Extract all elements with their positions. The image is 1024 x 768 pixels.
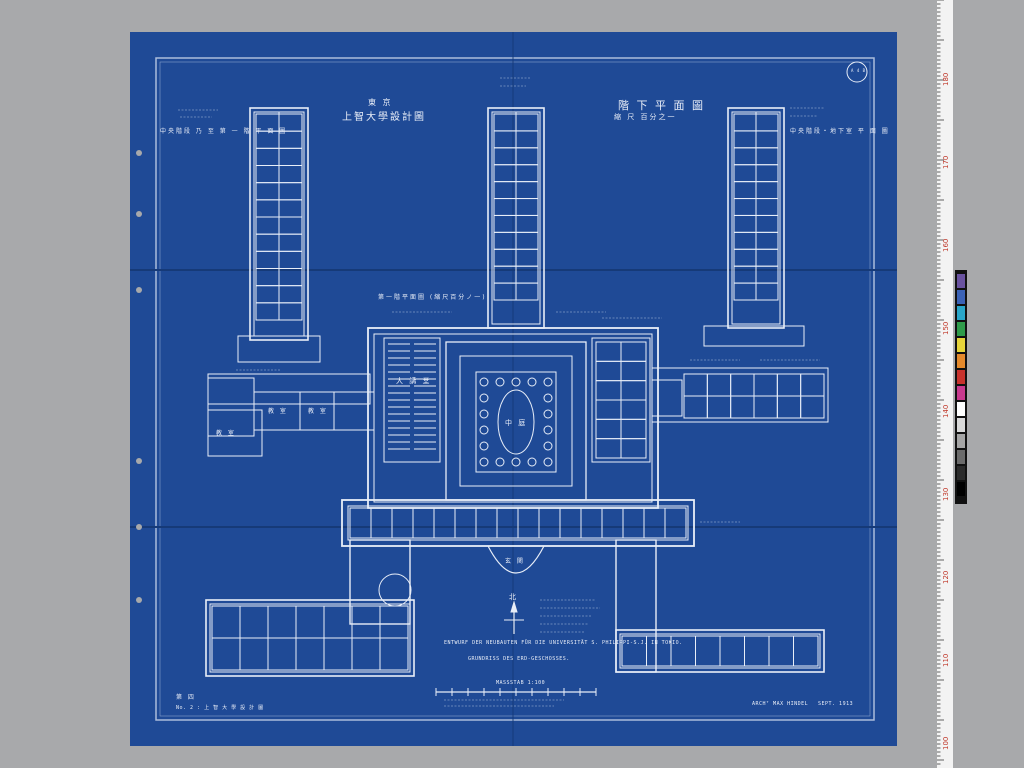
color-patch <box>957 370 965 384</box>
color-patch <box>957 354 965 368</box>
cross-corridor <box>341 499 695 547</box>
color-patch <box>957 450 965 464</box>
lower-left-wing <box>205 539 415 677</box>
color-patch <box>957 482 965 496</box>
left-room-label-a: 教 室 <box>268 408 288 415</box>
drawing-date: SEPT. 1913 <box>818 701 854 707</box>
left-room-label-b: 教 室 <box>308 408 328 415</box>
scale-bar <box>435 688 597 696</box>
lower-right-wing <box>615 539 825 673</box>
bottom-left-jp: 第 四 <box>176 694 196 701</box>
north-arrow <box>504 600 524 634</box>
basement-title-sub: 縮 尺 百分之一 <box>614 113 677 121</box>
ruler-number: 110 <box>942 654 950 667</box>
color-patch <box>957 434 965 448</box>
color-patch <box>957 386 965 400</box>
main-title-jp-top: 東 京 <box>368 98 393 107</box>
color-patch <box>957 418 965 432</box>
north-label: 北 <box>509 593 518 601</box>
architect-signature: ARCHᵀ MAX HINDEL <box>752 701 809 707</box>
ruler-number: 140 <box>942 405 950 418</box>
entrance-porch <box>487 545 545 574</box>
assembly-hall-label: 大 講 堂 <box>396 377 432 385</box>
left-connector-wing <box>207 373 375 457</box>
main-title-jp: 上智大學設計圖 <box>342 112 426 123</box>
ruler-number: 130 <box>942 488 950 501</box>
basement-title-jp: 階 下 平 面 圖 <box>618 99 705 112</box>
scale-caption: MASSSTAB 1:100 <box>496 680 546 686</box>
color-patch <box>957 338 965 352</box>
collection-stamp-text: A 4 B <box>851 68 866 73</box>
left-tower-wing <box>237 107 321 363</box>
right-tower-wing <box>703 107 805 347</box>
punch-holes <box>136 150 142 603</box>
ruler-number: 100 <box>942 737 950 750</box>
ruler-number: 120 <box>942 571 950 584</box>
collection-stamp <box>846 61 868 83</box>
center-plan-label: 第一階平面圖 (縮尺百分ノ一) <box>378 294 487 301</box>
color-patch <box>957 402 965 416</box>
right-connector-wing <box>651 367 829 423</box>
ruler-number: 160 <box>942 239 950 252</box>
left-room-label-c: 教 室 <box>216 430 236 437</box>
bottom-left-note: No. 2 : 上 智 大 學 設 計 圖 <box>176 705 264 711</box>
ruler-number: 150 <box>942 322 950 335</box>
color-calibration-strip <box>955 270 967 504</box>
color-patch <box>957 290 965 304</box>
drawing-title: ENTWURF DER NEUBAUTEN FÜR DIE UNIVERSITÄ… <box>444 640 683 646</box>
courtyard-label: 中 庭 <box>505 419 528 427</box>
color-patch <box>957 306 965 320</box>
color-patch <box>957 274 965 288</box>
drawing-subtitle: GRUNDRISS DES ERD-GESCHOSSES. <box>468 656 570 662</box>
sheet-border-inner <box>159 61 871 717</box>
left-wing-label: 中央階段 乃 至 第 一 階 平 面 圖 <box>160 128 288 135</box>
ruler-number: 180 <box>942 73 950 86</box>
measurement-ruler: 100 110 120 130 140 150 160 170 180 <box>937 0 953 768</box>
entrance-label: 玄 関 <box>505 558 525 565</box>
ruler-number: 170 <box>942 156 950 169</box>
sheet-border <box>155 57 875 721</box>
right-wing-label: 中央階段・地下室 平 面 圖 <box>790 128 890 135</box>
color-patch <box>957 466 965 480</box>
color-patch <box>957 322 965 336</box>
